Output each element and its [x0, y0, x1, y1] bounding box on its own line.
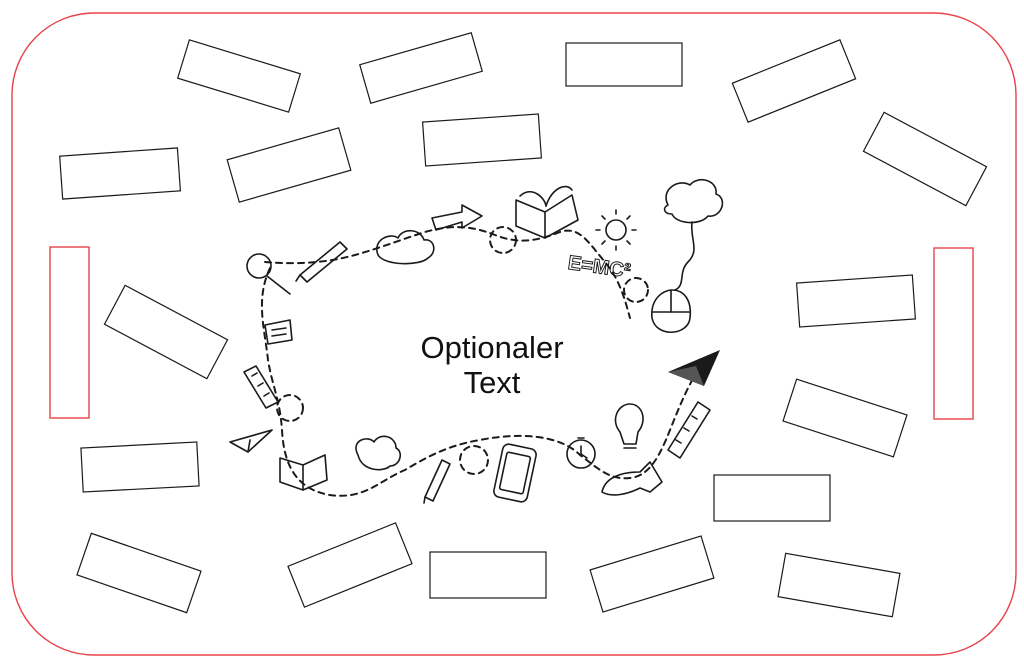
- desk[interactable]: [103, 284, 229, 380]
- lightbulb-icon: [614, 403, 644, 449]
- desk[interactable]: [80, 441, 200, 493]
- pencil-icon: [423, 459, 451, 504]
- magnifier-icon: [246, 253, 291, 295]
- side-board-right: [933, 247, 974, 420]
- paper-plane-icon: [668, 350, 720, 386]
- desk[interactable]: [59, 147, 182, 200]
- desk[interactable]: [176, 39, 302, 113]
- desk[interactable]: [589, 535, 715, 613]
- computer-mouse-icon: [651, 289, 692, 333]
- sun-icon: [595, 209, 637, 251]
- desk[interactable]: [777, 552, 901, 618]
- cloud-icon: [376, 229, 435, 265]
- desk[interactable]: [226, 127, 352, 203]
- cloud-icon: [355, 435, 402, 471]
- desk[interactable]: [862, 111, 988, 207]
- desk[interactable]: [565, 42, 683, 87]
- thought-cloud-icon: [663, 178, 724, 291]
- desk[interactable]: [782, 378, 908, 458]
- open-book-icon: [515, 185, 579, 239]
- smartphone-icon: [493, 443, 537, 503]
- desk[interactable]: [795, 274, 917, 328]
- pin-note-icon: [264, 319, 293, 345]
- arrow-icon: [431, 204, 483, 231]
- desk[interactable]: [731, 39, 857, 123]
- center-text: Optionaler Text: [362, 330, 622, 400]
- center-text-line-2: Text: [463, 365, 521, 400]
- desk[interactable]: [287, 522, 413, 608]
- board-border: [11, 12, 1017, 656]
- stopwatch-icon: [566, 437, 596, 469]
- desk[interactable]: [358, 32, 484, 104]
- formula-label: E=MC²: [567, 252, 633, 283]
- doodle-path: [260, 226, 706, 497]
- desk[interactable]: [429, 551, 547, 599]
- ruler-icon: [243, 365, 279, 409]
- center-text-line-1: Optionaler: [420, 330, 564, 365]
- paper-plane-icon: [229, 429, 273, 453]
- pencil-icon: [295, 241, 348, 283]
- side-board-left: [49, 246, 90, 419]
- desk[interactable]: [713, 474, 831, 522]
- desk[interactable]: [421, 113, 543, 167]
- open-book-icon: [279, 454, 328, 491]
- ruler-icon: [667, 401, 711, 459]
- pointing-hand-icon: [601, 461, 663, 496]
- desk[interactable]: [76, 532, 202, 614]
